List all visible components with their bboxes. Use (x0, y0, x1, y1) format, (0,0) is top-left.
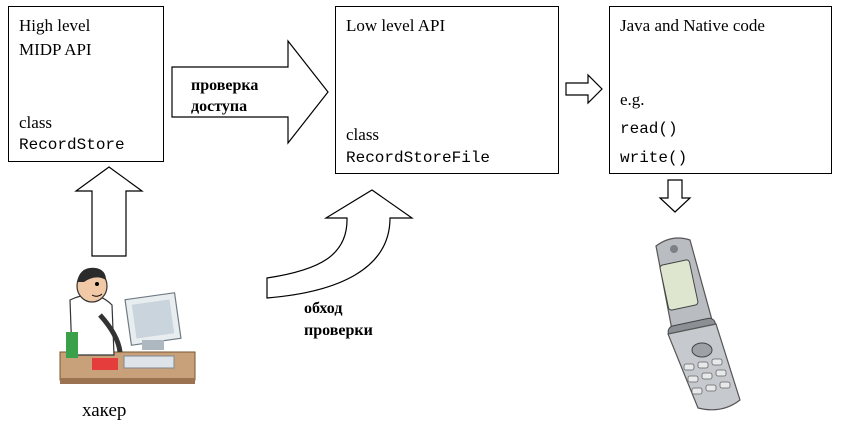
hacker-illustration (59, 267, 196, 384)
mobile-phone-illustration (655, 237, 741, 411)
high-level-title-line1: High level (19, 16, 91, 35)
native-code-title: Java and Native code (620, 16, 765, 35)
native-code-read-method: read() (620, 120, 678, 138)
small-down-arrow (658, 179, 692, 213)
access-check-arrow (171, 39, 329, 145)
low-level-api-box: Low level API class RecordStoreFile (335, 6, 559, 174)
bypass-label-line1: обход (304, 300, 343, 317)
small-right-arrow (565, 73, 603, 105)
high-level-title-line2: MIDP API (19, 40, 92, 59)
high-level-class-keyword: class (19, 113, 53, 132)
low-level-class-keyword: class (346, 125, 380, 144)
hacker-up-arrow (74, 166, 144, 257)
bypass-curved-arrow (266, 189, 414, 299)
bypass-label-line2: проверки (304, 322, 373, 339)
low-level-title: Low level API (346, 16, 446, 35)
native-code-eg: e.g. (620, 90, 645, 109)
native-code-box: Java and Native code e.g. read() write() (609, 6, 832, 174)
access-check-label-line1: проверка (191, 77, 259, 94)
hacker-label: хакер (82, 400, 127, 421)
high-level-class-name: RecordStore (19, 136, 125, 154)
access-check-label-line2: доступа (191, 98, 248, 115)
low-level-class-name: RecordStoreFile (346, 149, 491, 167)
native-code-write-method: write() (620, 149, 688, 167)
high-level-api-box: High level MIDP API class RecordStore (8, 6, 164, 162)
